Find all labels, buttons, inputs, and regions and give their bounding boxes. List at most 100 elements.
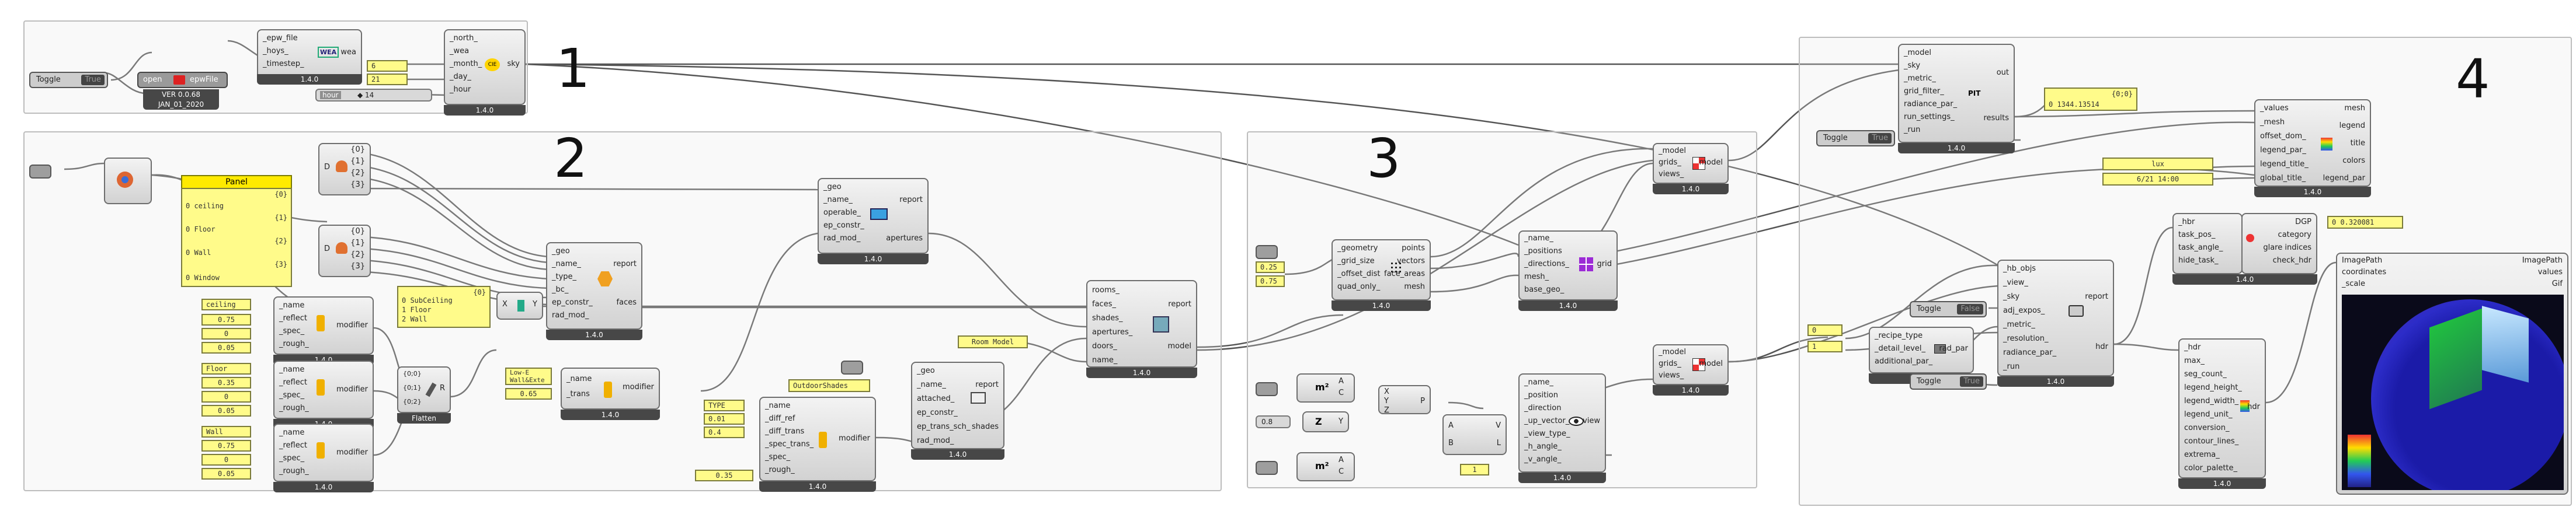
xyz-in-z[interactable]: Z bbox=[1384, 406, 1389, 415]
mod3-in-reflect[interactable]: _reflect bbox=[279, 441, 307, 450]
sensor-in-name[interactable]: _name_ bbox=[1524, 234, 1553, 243]
hdr-in-view[interactable]: _view_ bbox=[2003, 278, 2028, 287]
face-in-type[interactable]: _type_ bbox=[552, 272, 577, 281]
heat-in-values[interactable]: _values bbox=[2260, 104, 2289, 113]
split2-out-0[interactable]: {0} bbox=[350, 227, 365, 236]
grid-in-geo[interactable]: _geometry bbox=[1337, 244, 1378, 253]
shade-in-sch[interactable]: ep_trans_sch_ bbox=[917, 422, 971, 431]
run-hdr-toggle[interactable]: Toggle True bbox=[1910, 373, 1987, 390]
sensor-in-directions[interactable]: _directions_ bbox=[1524, 260, 1569, 268]
view-out[interactable]: view bbox=[1583, 417, 1600, 425]
hb-model-component[interactable]: rooms_ faces_ shades_ apertures_ doors_ … bbox=[1086, 280, 1197, 368]
hdr-out-hdr[interactable]: hdr bbox=[2095, 342, 2108, 351]
ap-in-operable[interactable]: operable_ bbox=[823, 208, 861, 217]
area-centroid-2[interactable]: A C m² bbox=[1296, 452, 1355, 481]
modela-in-grids[interactable]: grids_ bbox=[1659, 158, 1681, 167]
fc-in-lw[interactable]: legend_width_ bbox=[2184, 397, 2239, 405]
sensor-in-positions[interactable]: _positions bbox=[1524, 247, 1562, 256]
ap-out-apertures[interactable]: apertures bbox=[886, 234, 923, 243]
hb-aperture-component[interactable]: _geo _name_ operable_ ep_constr_ rad_mod… bbox=[818, 178, 929, 254]
opaque-modifier-wall[interactable]: _name _reflect _spec_ _rough_ modifier bbox=[273, 424, 374, 482]
explode-tree-1[interactable]: D {0} {1} {2} {3} bbox=[318, 143, 371, 195]
wall-reflect[interactable]: 0.75 bbox=[201, 440, 251, 452]
hour-slider[interactable]: hour ◆ 14 bbox=[315, 89, 432, 102]
unit-z-component[interactable]: Z Y bbox=[1302, 411, 1349, 432]
wall-spec[interactable]: 0 bbox=[201, 454, 251, 466]
output-sky[interactable]: sky bbox=[507, 60, 520, 68]
add-grid-to-model-component[interactable]: _model grids_ views_ model bbox=[1653, 143, 1729, 184]
type-panel[interactable]: 0 ceiling 0 Floor 0 Wall 0 Window {0} {1… bbox=[181, 188, 292, 287]
mod2-in-reflect[interactable]: _reflect bbox=[279, 378, 307, 387]
hb-face-component[interactable]: _geo _name_ _type_ _bc_ ep_constr_ rad_m… bbox=[546, 242, 642, 330]
shade-in-name[interactable]: _name_ bbox=[917, 380, 946, 389]
pt2-in-c[interactable]: C bbox=[1339, 467, 1344, 476]
input-month[interactable]: _month_ bbox=[450, 60, 482, 68]
mod3-in-name[interactable]: _name bbox=[279, 428, 305, 437]
room-in-shades[interactable]: shades_ bbox=[1092, 314, 1123, 323]
daylight-toggle-value[interactable]: True bbox=[1868, 133, 1892, 144]
mod2-in-name[interactable]: _name bbox=[279, 365, 305, 374]
rad-in-recipe[interactable]: _recipe_type bbox=[1875, 331, 1923, 340]
room-in-name[interactable]: name_ bbox=[1092, 356, 1118, 365]
heat-out-legend[interactable]: legend bbox=[2339, 121, 2365, 130]
hdr-out-report[interactable]: report bbox=[2085, 292, 2108, 301]
ceiling-name[interactable]: ceiling bbox=[201, 299, 251, 310]
ceiling-rough[interactable]: 0.05 bbox=[201, 342, 251, 354]
ap-in-geo[interactable]: _geo bbox=[823, 183, 842, 191]
trans-out[interactable]: modifier bbox=[838, 434, 870, 443]
viewer-out-values[interactable]: values bbox=[2537, 268, 2563, 277]
view-geo-param-1[interactable] bbox=[1256, 382, 1278, 396]
mod3-in-spec[interactable]: _spec_ bbox=[279, 454, 305, 463]
daylight-in-settings[interactable]: run_settings_ bbox=[1904, 113, 1955, 121]
grid-in-size[interactable]: _grid_size bbox=[1337, 257, 1375, 265]
shade-in-geo[interactable]: _geo bbox=[917, 366, 935, 375]
glass-out[interactable]: modifier bbox=[622, 383, 654, 391]
add-view-to-model-component[interactable]: _model grids_ views_ model bbox=[1653, 344, 1729, 385]
split1-input[interactable]: D bbox=[324, 163, 331, 172]
face-out-report[interactable]: report bbox=[613, 260, 637, 268]
dgp-out-indices[interactable]: glare indices bbox=[2263, 243, 2311, 252]
split2-out-1[interactable]: {1} bbox=[350, 239, 365, 247]
cie-sky-component[interactable]: _north_ _wea _month_ _day_ _hour CIE sky bbox=[444, 29, 526, 105]
v2-out-l[interactable]: L bbox=[1496, 439, 1501, 447]
daylight-in-metric[interactable]: _metric_ bbox=[1904, 74, 1936, 83]
view-in-up[interactable]: _up_vector_ bbox=[1524, 417, 1570, 425]
view-in-h[interactable]: _h_angle_ bbox=[1524, 442, 1562, 451]
heat-in-legendpar[interactable]: legend_par_ bbox=[2260, 146, 2306, 155]
cull-out-y[interactable]: Y bbox=[533, 300, 537, 309]
ap-in-constr[interactable]: ep_constr_ bbox=[823, 221, 864, 230]
geometry-param[interactable] bbox=[29, 165, 51, 179]
viewer-in-coords[interactable]: coordinates bbox=[2342, 268, 2387, 277]
modela-out[interactable]: model bbox=[1699, 158, 1723, 167]
room-in-doors[interactable]: doors_ bbox=[1092, 342, 1117, 351]
mod2-in-spec[interactable]: _spec_ bbox=[279, 391, 305, 400]
v2-in-b[interactable]: B bbox=[1448, 439, 1454, 447]
room-in-faces[interactable]: faces_ bbox=[1092, 300, 1116, 309]
fc-in-contour[interactable]: contour_lines_ bbox=[2184, 437, 2239, 446]
fc-in-seg[interactable]: seg_count_ bbox=[2184, 370, 2227, 379]
open-epw-button[interactable]: open epwFile bbox=[137, 72, 228, 88]
trans-rough-panel[interactable]: 0.35 bbox=[695, 470, 753, 481]
fc-in-conv[interactable]: conversion_ bbox=[2184, 424, 2230, 432]
daylight-in-radpar[interactable]: radiance_par_ bbox=[1904, 100, 1958, 109]
fc-out-hdr[interactable]: hdr bbox=[2247, 403, 2260, 411]
daylight-toggle[interactable]: Toggle True bbox=[1816, 130, 1895, 146]
xyz-component[interactable]: X Y Z P bbox=[1378, 385, 1431, 415]
trans-in-spec[interactable]: _spec_ bbox=[765, 453, 791, 461]
split1-out-0[interactable]: {0} bbox=[350, 145, 365, 154]
lowe-trans-panel[interactable]: 0.65 bbox=[505, 388, 552, 400]
glare-postprocess-component[interactable]: _hbr task_pos_ task_angle_ hide_task_ bbox=[2172, 213, 2243, 274]
trans-in-difftrans[interactable]: _diff_trans bbox=[765, 427, 805, 436]
sensor-grid-component[interactable]: _geometry _grid_size _offset_dist quad_o… bbox=[1332, 239, 1431, 300]
dgp-out-check[interactable]: check_hdr bbox=[2272, 256, 2311, 265]
ceiling-spec[interactable]: 0 bbox=[201, 328, 251, 340]
xyz-out[interactable]: P bbox=[1420, 397, 1425, 405]
glass-in-name[interactable]: _name bbox=[566, 375, 592, 383]
grid-out-mesh[interactable]: mesh bbox=[1404, 282, 1425, 291]
heat-in-globaltitle[interactable]: global_title_ bbox=[2260, 174, 2306, 183]
ap-in-radmod[interactable]: rad_mod_ bbox=[823, 234, 861, 243]
heat-in-mesh[interactable]: _mesh bbox=[2260, 118, 2285, 127]
v2-out-v[interactable]: V bbox=[1496, 421, 1501, 430]
output-wea[interactable]: wea bbox=[340, 48, 356, 57]
input-timestep[interactable]: _timestep_ bbox=[263, 60, 304, 68]
